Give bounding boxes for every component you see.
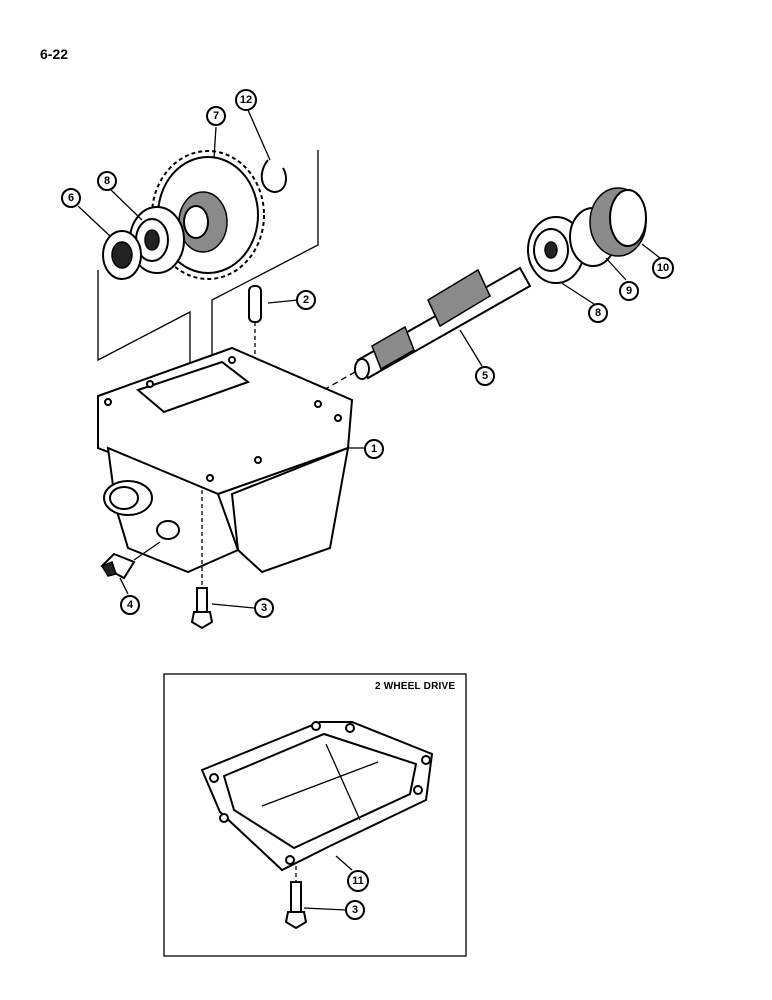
- svg-text:7: 7: [213, 110, 219, 122]
- callout-5: 5: [475, 366, 495, 386]
- svg-text:8: 8: [104, 175, 110, 187]
- gasket: [200, 721, 434, 872]
- callout-4: 4: [120, 595, 140, 615]
- callout-2: 2: [296, 290, 316, 310]
- svg-text:9: 9: [626, 285, 632, 297]
- seal: [102, 230, 142, 280]
- inset-frame: [163, 673, 467, 957]
- callout-3-inset: 3: [345, 900, 365, 920]
- svg-text:6: 6: [68, 192, 74, 204]
- callout-10: 10: [652, 257, 674, 279]
- bolt-inset: [284, 866, 308, 930]
- housing: [97, 346, 354, 574]
- plug: [100, 541, 161, 580]
- svg-text:1: 1: [371, 443, 377, 455]
- svg-text:5: 5: [482, 370, 488, 382]
- svg-text:10: 10: [657, 262, 669, 274]
- svg-text:4: 4: [127, 599, 134, 611]
- callout-6: 6: [61, 188, 81, 208]
- bearing-left: [129, 206, 185, 274]
- callout-11: 11: [347, 870, 369, 892]
- svg-text:3: 3: [261, 602, 267, 614]
- svg-text:12: 12: [240, 94, 252, 106]
- callout-8-right: 8: [588, 303, 608, 323]
- callout-1: 1: [364, 439, 384, 459]
- page-number: 6-22: [40, 46, 69, 62]
- callout-7: 7: [206, 106, 226, 126]
- gear: [151, 150, 265, 280]
- callout-12: 12: [235, 89, 257, 111]
- inset-caption: 2 WHEEL DRIVE: [375, 681, 456, 692]
- snap-ring-upper: [260, 159, 287, 194]
- svg-text:2: 2: [303, 294, 309, 306]
- callout-8-left: 8: [97, 171, 117, 191]
- cap: [589, 187, 647, 257]
- callout-9: 9: [619, 281, 639, 301]
- svg-text:8: 8: [595, 307, 601, 319]
- callout-3-top: 3: [254, 598, 274, 618]
- bolt-upper: [190, 490, 214, 630]
- leader-lines: [77, 109, 661, 911]
- svg-text:11: 11: [352, 875, 364, 887]
- svg-text:3: 3: [352, 904, 358, 916]
